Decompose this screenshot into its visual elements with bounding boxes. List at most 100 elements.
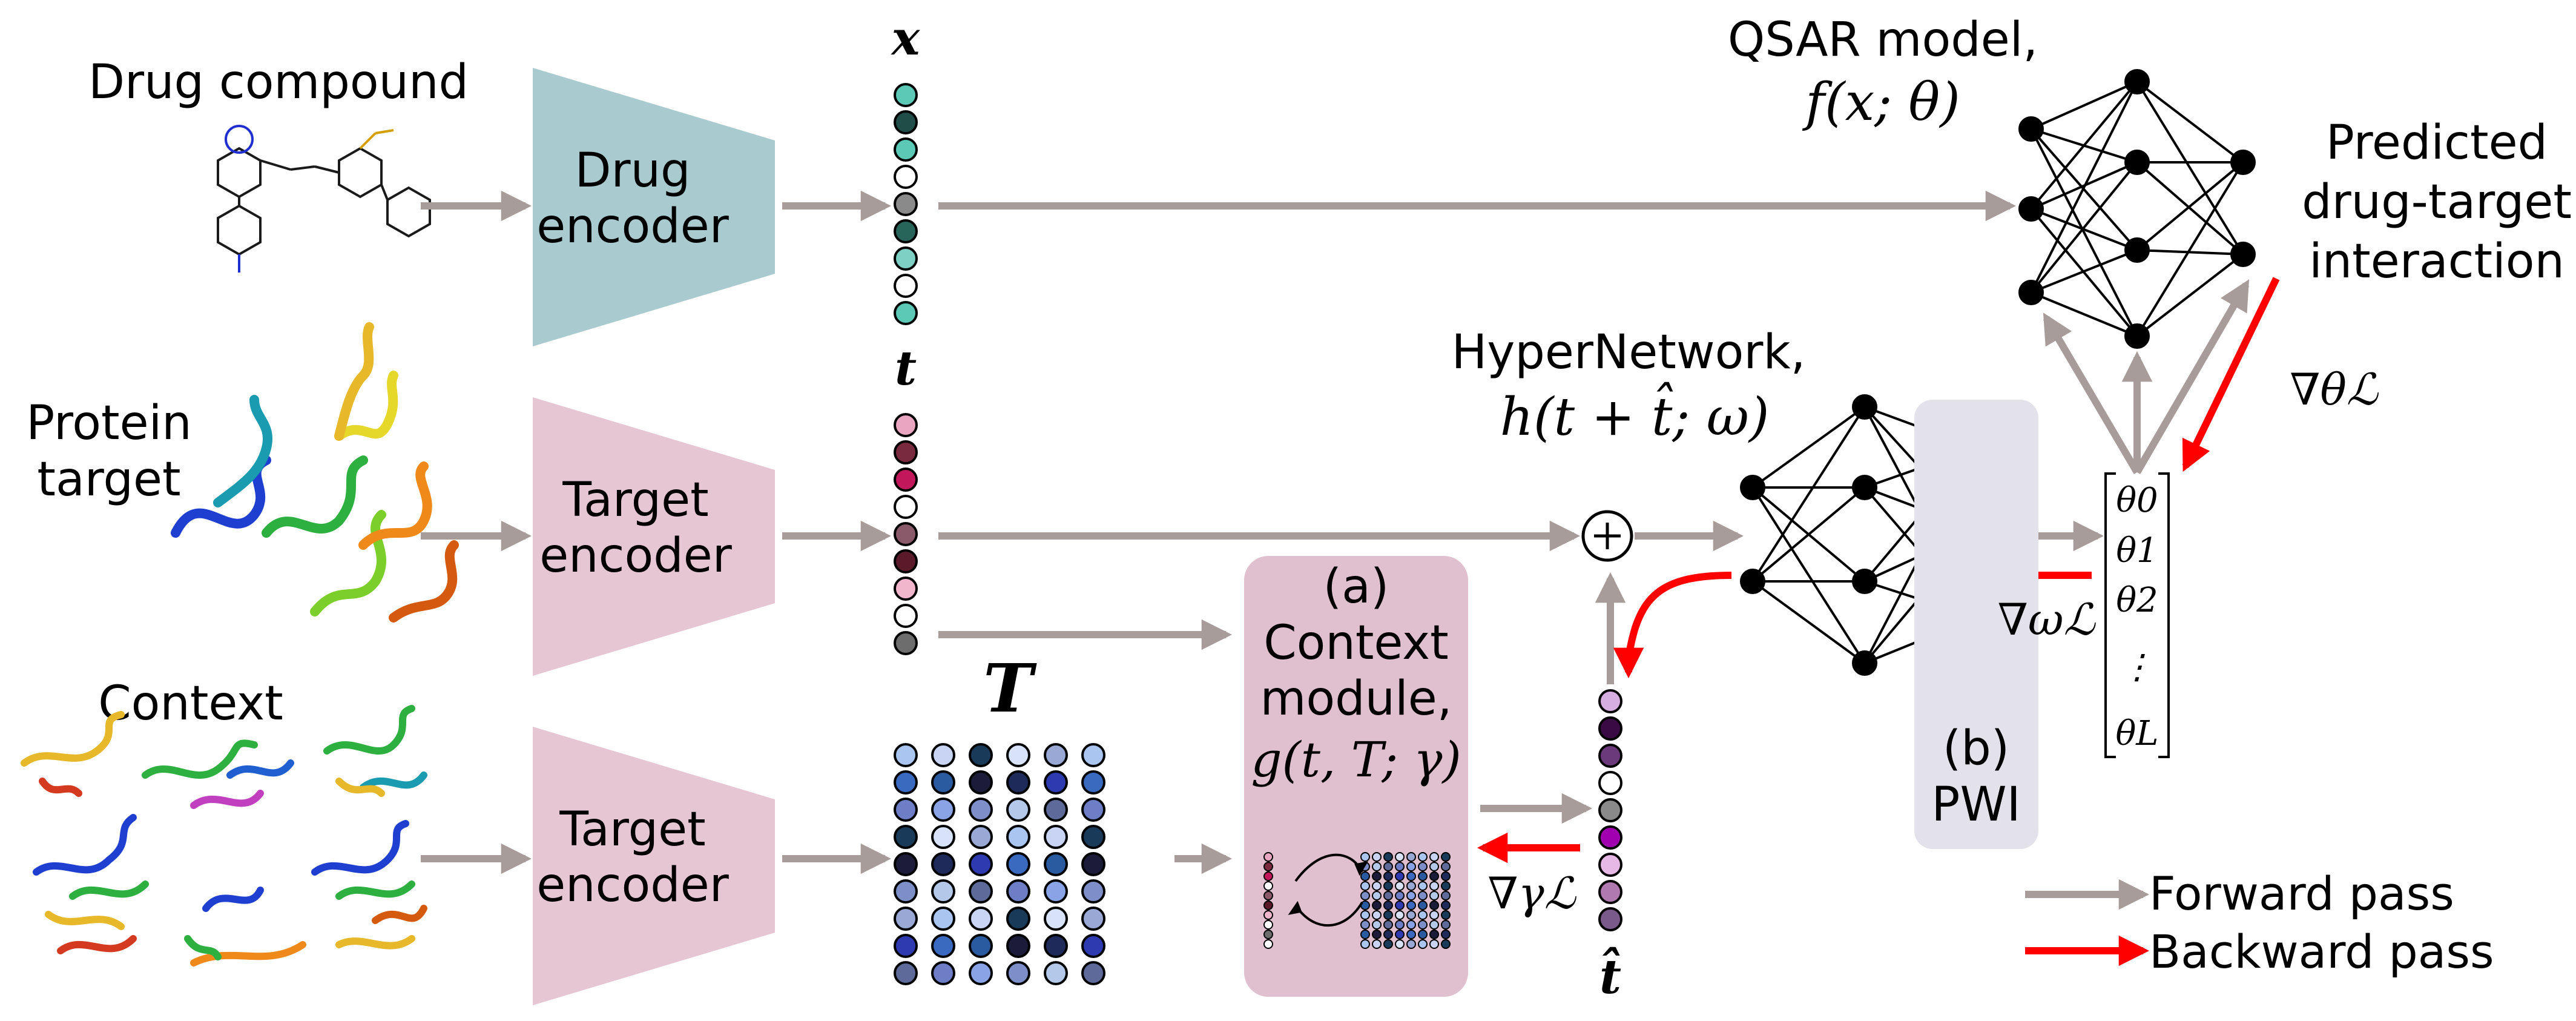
qsar-edge [2136,161,2244,251]
context-module-tag: (a) [1323,560,1389,614]
theta-parameter-vector [2104,472,2170,758]
mini-t-cell [1263,862,1273,871]
T-matrix-cell [1044,798,1068,822]
qsar-node [2018,280,2044,305]
mini-T-cell [1418,900,1428,910]
mini-T-cell [1429,920,1439,930]
T-matrix-cell [931,770,955,795]
T-matrix-cell [1081,770,1105,795]
mini-T-cell [1429,852,1439,862]
T-matrix-cell [1006,798,1030,822]
T-matrix-cell [969,743,993,767]
T-matrix-cell [894,798,918,822]
protein-target-label: Protein [26,396,191,451]
t-vector-cell [894,468,918,492]
x-vector-cell [894,137,918,162]
hypernet-edge [1751,486,1866,583]
T-matrix-cell [1006,852,1030,876]
theta-dots: ⋮ [2120,647,2154,687]
qsar-node [2124,237,2150,263]
mini-T-cell [1360,930,1370,939]
mini-T-cell [1406,881,1416,891]
qsar-formula: f(x; θ) [1802,72,1960,133]
legend-forward-label: Forward pass [2149,867,2454,920]
context-module-illustration [1263,852,1451,949]
mini-T-cell [1383,852,1393,862]
t-hat-vector-cell [1598,744,1622,768]
T-matrix-cell [894,907,918,931]
T-matrix-cell [1081,879,1105,904]
T-matrix-cell [931,852,955,876]
mini-T-cell [1418,881,1428,891]
mini-T-cell [1406,871,1416,881]
T-matrix-cell [894,743,918,767]
t-vector-cell [894,577,918,601]
mini-T-cell [1418,891,1428,900]
target-encoder-block [533,397,775,676]
mini-t-cell [1263,891,1273,900]
mini-T-cell [1383,881,1393,891]
mini-T-cell [1383,930,1393,939]
T-matrix-cell [969,798,993,822]
context-proteins-image [21,705,427,966]
t-vector-cell [894,549,918,573]
t-hat-vector-cell [1598,880,1622,904]
T-matrix-cell [931,907,955,931]
context-exchange-arrows [1288,853,1368,927]
qsar-edge [2031,291,2138,337]
mini-T-cell [1429,871,1439,881]
mini-T-cell [1441,862,1451,871]
drug-encoder-label: Drug [575,144,690,198]
mini-T-cell [1406,862,1416,871]
T-matrix-cell [894,852,918,876]
T-matrix-cell [931,961,955,985]
T-matrix-cell [969,961,993,985]
mini-T-cell [1429,930,1439,939]
qsar-edge [2030,81,2138,210]
context-target-encoder-block [533,727,775,1005]
drug-compound-label: Drug compound [88,55,469,110]
qsar-edge [2031,81,2138,130]
mini-T-cell [1395,939,1405,949]
mini-T-cell [1383,862,1393,871]
T-matrix-cell [1081,907,1105,931]
qsar-edge [2136,253,2244,337]
t-hat-vector-cell [1598,689,1622,713]
mini-T-cell [1372,939,1382,949]
pwi-tag: (b) [1943,721,2009,776]
t-vector-symbol: t [895,341,917,396]
mini-T-cell [1395,900,1405,910]
mini-T-cell [1395,862,1405,871]
context-module-formula: g(t, T; γ) [1251,732,1461,788]
qsar-network-graph [2018,69,2256,349]
mini-T-cell [1429,910,1439,920]
t-vector-cell [894,495,918,519]
qsar-edge [2136,81,2244,164]
hypernet-node [1740,569,1765,594]
mini-T-cell [1406,852,1416,862]
T-matrix-cell [894,879,918,904]
drug-encoder-label-2: encoder [536,199,730,254]
mini-T-cell [1418,871,1428,881]
prediction-label: Predicted [2326,116,2548,170]
mini-t-cell [1263,852,1273,862]
T-matrix-cell [969,852,993,876]
qsar-node [2124,323,2150,349]
T-matrix-cell [931,825,955,849]
mini-T-cell [1383,939,1393,949]
mini-T-cell [1383,910,1393,920]
T-matrix-cell [1044,961,1068,985]
mini-T-cell [1418,910,1428,920]
mini-T-cell [1372,891,1382,900]
qsar-node [2124,69,2150,94]
T-matrix-cell [969,934,993,958]
grad-theta-label: ∇θℒ [2290,364,2379,415]
qsar-edge [2136,249,2244,256]
mini-t-cell [1263,930,1273,939]
T-matrix-cell [894,770,918,795]
x-vector-cell [894,274,918,298]
mini-T-cell [1441,881,1451,891]
hypernet-node [1740,475,1765,500]
hypernet-edge [1751,406,1866,489]
